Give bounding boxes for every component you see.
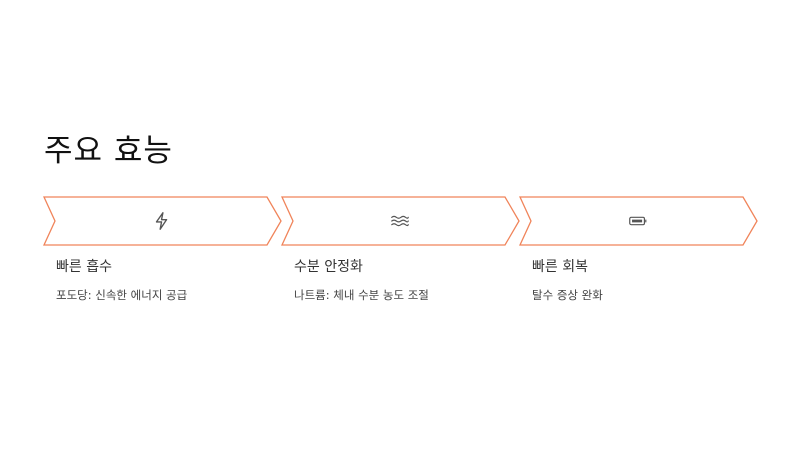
lightning-bolt-icon [151, 210, 173, 232]
step-description: 포도당: 신속한 에너지 공급 [56, 288, 188, 302]
step-description: 탈수 증상 완화 [532, 288, 603, 302]
step-fast-absorption: 빠른 흡수 포도당: 신속한 에너지 공급 [43, 196, 283, 316]
step-hydration-stabilization: 수분 안정화 나트륨: 체내 수분 농도 조절 [281, 196, 521, 316]
step-fast-recovery: 빠른 회복 탈수 증상 완화 [519, 196, 759, 316]
water-waves-icon [389, 210, 411, 232]
page-title: 주요 효능 [44, 133, 173, 169]
chevron-shape [43, 196, 282, 246]
step-label: 빠른 회복 [532, 259, 588, 275]
step-label: 수분 안정화 [294, 259, 363, 275]
step-description: 나트륨: 체내 수분 농도 조절 [294, 288, 429, 302]
benefits-process: 빠른 흡수 포도당: 신속한 에너지 공급 수분 안정화 나트륨: 체내 수분 … [43, 196, 763, 316]
battery-icon [627, 210, 649, 232]
step-label: 빠른 흡수 [56, 259, 112, 275]
